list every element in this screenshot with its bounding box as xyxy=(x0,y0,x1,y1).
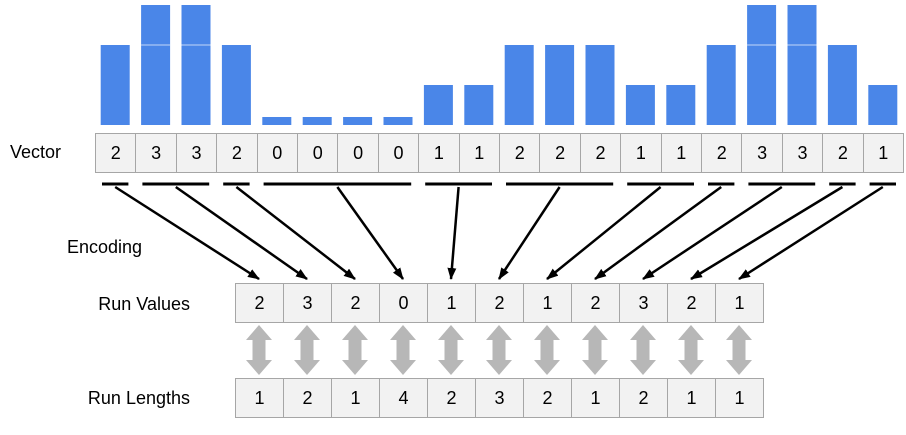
vector-cell: 2 xyxy=(216,133,258,173)
vector-bar xyxy=(585,45,615,125)
vector-bar xyxy=(625,85,655,125)
run-length-cell: 1 xyxy=(715,378,764,418)
vector-cell: 3 xyxy=(135,133,177,173)
vector-cell: 0 xyxy=(377,133,420,173)
run-length-cell: 1 xyxy=(571,378,620,418)
double-arrow-icon xyxy=(726,325,752,375)
vector-bar xyxy=(343,117,373,125)
encoding-arrow-icon xyxy=(690,185,844,281)
encoding-arrow-icon xyxy=(546,186,662,280)
run-length-cell: 2 xyxy=(427,378,476,418)
vector-cell: 2 xyxy=(95,133,137,173)
run-value-cell: 1 xyxy=(427,283,476,323)
vector-cell: 0 xyxy=(337,133,379,173)
run-value-cell: 3 xyxy=(619,283,668,323)
vector-bar xyxy=(827,45,857,125)
run-length-cell: 3 xyxy=(475,378,524,418)
vector-cell: 2 xyxy=(822,133,864,173)
vector-cell: 1 xyxy=(660,133,702,173)
encoding-arrow-icon xyxy=(114,185,260,281)
double-arrow-icon xyxy=(390,325,416,375)
run-value-cell: 0 xyxy=(379,283,428,323)
run-length-cell: 4 xyxy=(379,378,428,418)
encoding-arrow-icon xyxy=(497,186,561,280)
double-arrow-icon xyxy=(534,325,560,375)
vector-bar xyxy=(666,85,696,125)
vector-cell: 3 xyxy=(781,133,824,173)
vector-bar xyxy=(100,45,130,125)
run-length-cell: 2 xyxy=(523,378,572,418)
value-length-link-arrows xyxy=(246,325,752,375)
vector-bar-chart xyxy=(100,5,898,125)
vector-label: Vector xyxy=(10,142,62,162)
vector-cell: 1 xyxy=(418,133,460,173)
vector-bar xyxy=(141,5,171,125)
encoding-arrow-icon xyxy=(594,185,722,281)
encoding-label: Encoding xyxy=(67,237,143,257)
double-arrow-icon xyxy=(486,325,512,375)
vector-bar xyxy=(181,5,211,125)
double-arrow-icon xyxy=(438,325,464,375)
double-arrow-icon xyxy=(246,325,272,375)
vector-cell: 2 xyxy=(701,133,743,173)
run-value-cell: 2 xyxy=(235,283,284,323)
encoding-arrow-icon xyxy=(235,186,356,280)
vector-bar xyxy=(787,5,817,125)
run-length-cell: 1 xyxy=(667,378,716,418)
vector-cell: 0 xyxy=(256,133,298,173)
vector-bar xyxy=(262,117,292,125)
run-value-cell: 1 xyxy=(523,283,572,323)
run-length-cell: 1 xyxy=(235,378,284,418)
vector-bar xyxy=(383,117,413,125)
double-arrow-icon xyxy=(294,325,320,375)
double-arrow-icon xyxy=(678,325,704,375)
run-value-cell: 3 xyxy=(283,283,332,323)
vector-bar xyxy=(423,85,453,125)
vector-bar xyxy=(706,45,736,125)
run-value-cell: 2 xyxy=(571,283,620,323)
run-value-cell: 2 xyxy=(667,283,716,323)
run-value-cell: 1 xyxy=(715,283,764,323)
run-value-cell: 2 xyxy=(331,283,380,323)
vector-cell: 3 xyxy=(175,133,218,173)
double-arrow-icon xyxy=(342,325,368,375)
run-length-cell: 1 xyxy=(331,378,380,418)
encoding-arrow-icon xyxy=(175,185,308,281)
vector-cell: 2 xyxy=(539,133,581,173)
vector-cell: 2 xyxy=(499,133,541,173)
double-arrow-icon xyxy=(582,325,608,375)
encoding-arrow-icon xyxy=(447,186,460,280)
vector-bar xyxy=(302,117,332,125)
run-length-cell: 2 xyxy=(283,378,332,418)
vector-bar xyxy=(868,85,898,125)
vector-cell: 1 xyxy=(458,133,500,173)
encoding-arrow-icon xyxy=(738,185,884,281)
vector-cell: 1 xyxy=(620,133,662,173)
vector-bar xyxy=(545,45,575,125)
run-values-label: Run Values xyxy=(98,294,190,314)
vector-cell: 1 xyxy=(862,133,904,173)
run-value-cell: 2 xyxy=(475,283,524,323)
vector-bar xyxy=(504,45,534,125)
vector-bar xyxy=(464,85,494,125)
vector-cell: 2 xyxy=(579,133,622,173)
double-arrow-icon xyxy=(630,325,656,375)
vector-bar xyxy=(221,45,251,125)
encoding-arrows xyxy=(114,185,884,281)
vector-cell: 3 xyxy=(741,133,783,173)
run-lengths-label: Run Lengths xyxy=(87,388,190,408)
vector-bar xyxy=(747,5,777,125)
vector-cell: 0 xyxy=(297,133,339,173)
encoding-arrow-icon xyxy=(336,186,405,280)
encoding-arrow-icon xyxy=(642,185,783,281)
run-length-cell: 2 xyxy=(619,378,668,418)
